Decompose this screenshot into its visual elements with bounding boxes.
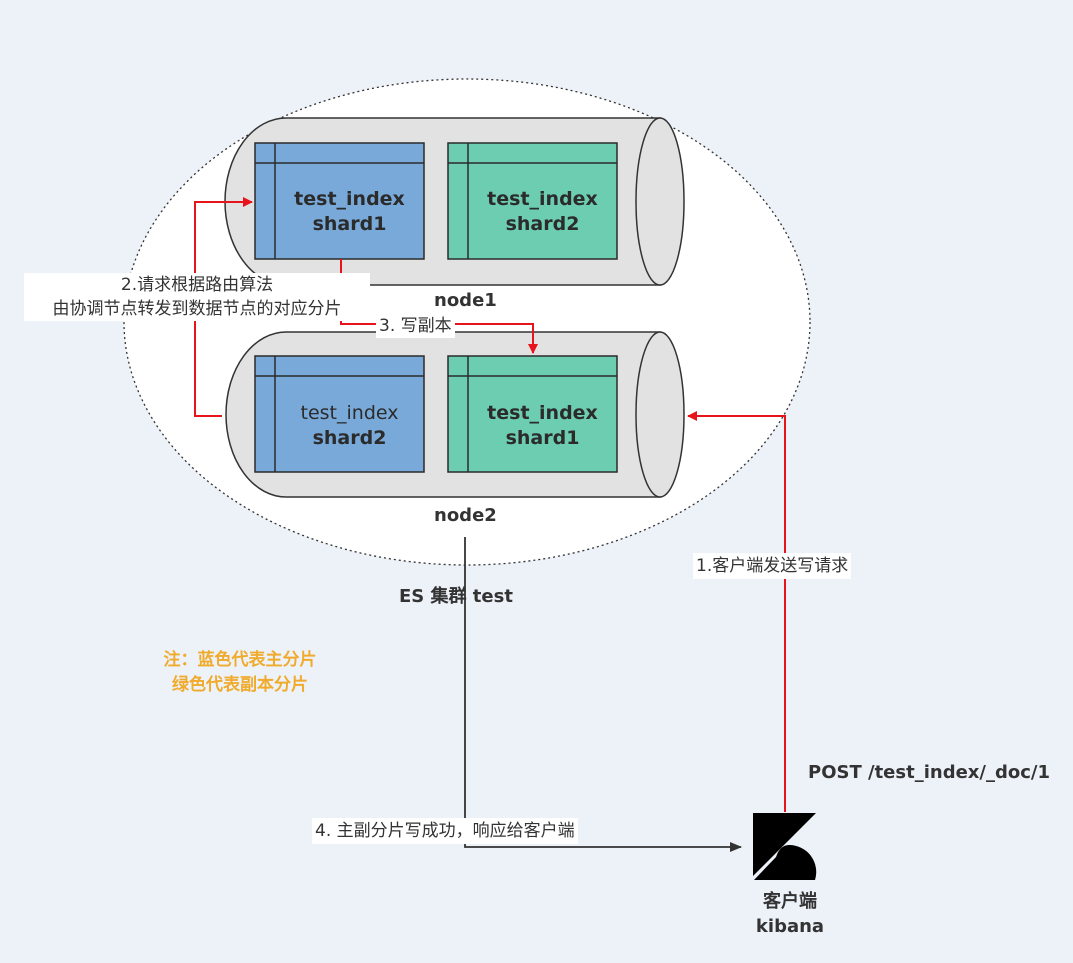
shard-label-node1-replica: test_index shard2 [448,187,637,237]
step1-label: 1.客户端发送写请求 [693,553,852,579]
shard-box-node2-primary [254,355,425,473]
shard-id: shard2 [312,427,387,449]
shard-index-name: test_index [300,402,399,424]
legend-note: 注：蓝色代表主分片 绿色代表副本分片 [140,648,340,698]
client-role: 客户端 [763,891,817,912]
step2-line1: 2.请求根据路由算法 [120,275,274,295]
shard-id: shard2 [505,213,580,235]
shard-label-node1-primary: test_index shard1 [255,187,444,237]
step4-label: 4. 主副分片写成功，响应给客户端 [312,818,578,844]
node1-label: node1 [434,290,497,311]
client-label: 客户端 kibana [742,889,838,939]
shard-label-node2-primary: test_index shard2 [255,401,444,451]
shard-index-name: test_index [487,402,598,424]
shard-box-node1-replica [447,142,618,260]
shard-index-name: test_index [294,188,405,210]
shard-label-node2-replica: test_index shard1 [448,401,637,451]
shard-id: shard1 [312,213,387,235]
arrow-step1 [687,411,786,812]
step3-label: 3. 写副本 [376,314,455,338]
shard-index-name: test_index [487,188,598,210]
shard-id: shard1 [505,427,580,449]
arrow-step4 [464,537,742,852]
step2-line2: 由协调节点转发到数据节点的对应分片 [52,299,342,319]
node2-label: node2 [434,505,497,526]
kibana-logo-icon [753,813,817,880]
cluster-name: ES 集群 test [399,586,513,607]
legend-note-line1: 注：蓝色代表主分片 [163,650,317,670]
request-text: POST /test_index/_doc/1 [808,762,1050,783]
shard-box-node1-primary [254,142,425,260]
shard-box-node2-replica [447,355,618,473]
legend-note-line2: 绿色代表副本分片 [172,675,308,695]
step2-label: 2.请求根据路由算法 由协调节点转发到数据节点的对应分片 [24,273,370,321]
client-name: kibana [755,916,825,937]
